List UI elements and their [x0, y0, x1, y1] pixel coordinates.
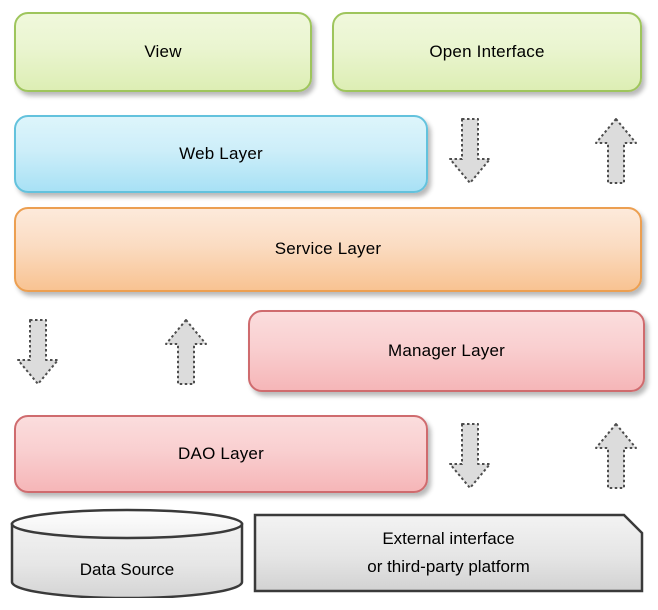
layer-label-view: View	[144, 41, 182, 61]
layer-box-manager-layer[interactable]: Manager Layer	[248, 310, 645, 392]
arrow-down-service-to-dao	[16, 318, 60, 386]
arrow-up-external-to-manager	[594, 422, 638, 490]
layer-label-manager-layer: Manager Layer	[388, 340, 505, 360]
layer-label-web-layer: Web Layer	[179, 143, 263, 163]
layer-box-open-interface[interactable]: Open Interface	[332, 12, 642, 92]
external-interface-line-2: or third-party platform	[367, 557, 530, 576]
data-source-cylinder[interactable]: Data Source	[8, 508, 246, 598]
layer-box-service-layer[interactable]: Service Layer	[14, 207, 642, 292]
layer-box-view[interactable]: View	[14, 12, 312, 92]
external-interface-text: External interface or third-party platfo…	[252, 512, 645, 594]
layer-label-dao-layer: DAO Layer	[178, 443, 264, 463]
external-interface-box[interactable]: External interface or third-party platfo…	[252, 512, 645, 594]
arrow-up-dao-to-service	[164, 318, 208, 386]
data-source-label: Data Source	[79, 560, 175, 579]
layer-box-dao-layer[interactable]: DAO Layer	[14, 415, 428, 493]
arrow-up-service-to-open-interface	[594, 117, 638, 185]
layer-box-web-layer[interactable]: Web Layer	[14, 115, 428, 193]
arrow-down-web-to-service	[448, 117, 492, 185]
arrow-down-dao-to-data-source	[448, 422, 492, 490]
layer-label-open-interface: Open Interface	[429, 41, 545, 61]
external-interface-line-1: External interface	[382, 529, 515, 548]
layer-label-service-layer: Service Layer	[274, 239, 382, 259]
